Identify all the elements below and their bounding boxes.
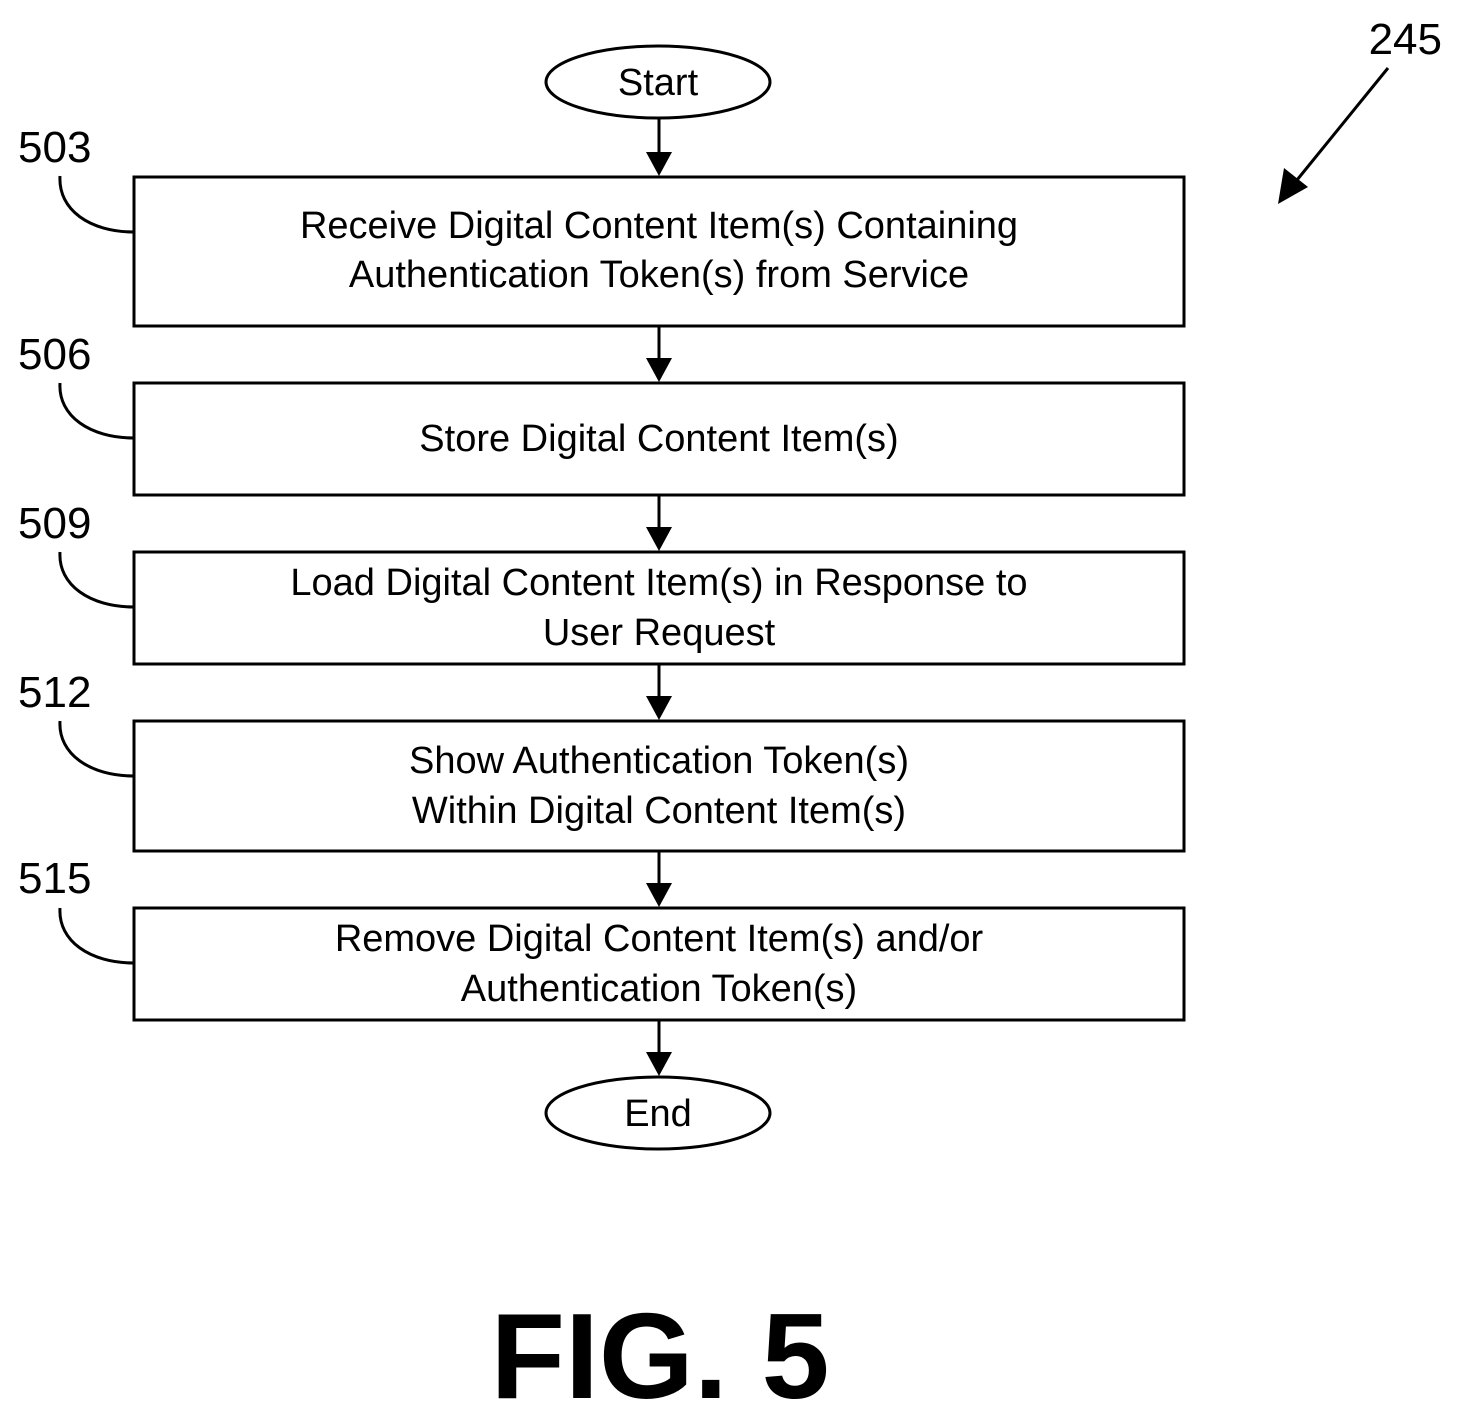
step-text-line: Remove Digital Content Item(s) and/or	[335, 918, 984, 960]
start-label: Start	[618, 62, 699, 104]
step-text-line: Load Digital Content Item(s) in Response…	[290, 562, 1027, 604]
step-ref-leader	[60, 552, 134, 607]
step-ref-leader	[60, 383, 134, 438]
step-ref-label: 515	[18, 854, 91, 903]
step-515: Remove Digital Content Item(s) and/or Au…	[18, 854, 1184, 1020]
step-text-line: Within Digital Content Item(s)	[412, 790, 906, 832]
step-text-line: Authentication Token(s)	[461, 968, 857, 1010]
step-ref-leader	[60, 721, 134, 776]
connector-start-to-503	[646, 118, 672, 176]
figure-ref-label: 245	[1369, 15, 1442, 64]
step-ref-leader	[60, 176, 134, 232]
connector-arrowhead	[646, 152, 672, 176]
step-text-line: User Request	[543, 612, 776, 654]
step-503: Receive Digital Content Item(s) Containi…	[18, 123, 1184, 326]
step-box	[134, 177, 1184, 326]
step-ref-label: 506	[18, 330, 91, 379]
connector-506-to-509	[646, 495, 672, 551]
step-ref-label: 509	[18, 499, 91, 548]
step-text-line: Show Authentication Token(s)	[409, 740, 909, 782]
end-label: End	[624, 1093, 692, 1135]
step-512: Show Authentication Token(s) Within Digi…	[18, 668, 1184, 851]
connector-503-to-506	[646, 326, 672, 382]
connector-arrowhead	[646, 1052, 672, 1076]
step-ref-leader	[60, 908, 134, 963]
connector-arrowhead	[646, 883, 672, 907]
end-terminal: End	[546, 1077, 770, 1149]
connector-arrowhead	[646, 527, 672, 551]
step-509: Load Digital Content Item(s) in Response…	[18, 499, 1184, 664]
start-terminal: Start	[546, 46, 770, 118]
connector-509-to-512	[646, 664, 672, 720]
figure-label: FIG. 5	[491, 1288, 830, 1421]
step-text-line: Store Digital Content Item(s)	[419, 418, 898, 460]
connector-515-to-end	[646, 1020, 672, 1076]
connector-arrowhead	[646, 696, 672, 720]
step-text-line: Authentication Token(s) from Service	[349, 254, 969, 296]
connector-512-to-515	[646, 851, 672, 907]
step-506: Store Digital Content Item(s) 506	[18, 330, 1184, 495]
step-ref-label: 503	[18, 123, 91, 172]
connector-arrowhead	[646, 358, 672, 382]
step-text-line: Receive Digital Content Item(s) Containi…	[300, 205, 1018, 247]
figure-ref-arrow-line	[1297, 68, 1388, 180]
step-ref-label: 512	[18, 668, 91, 717]
